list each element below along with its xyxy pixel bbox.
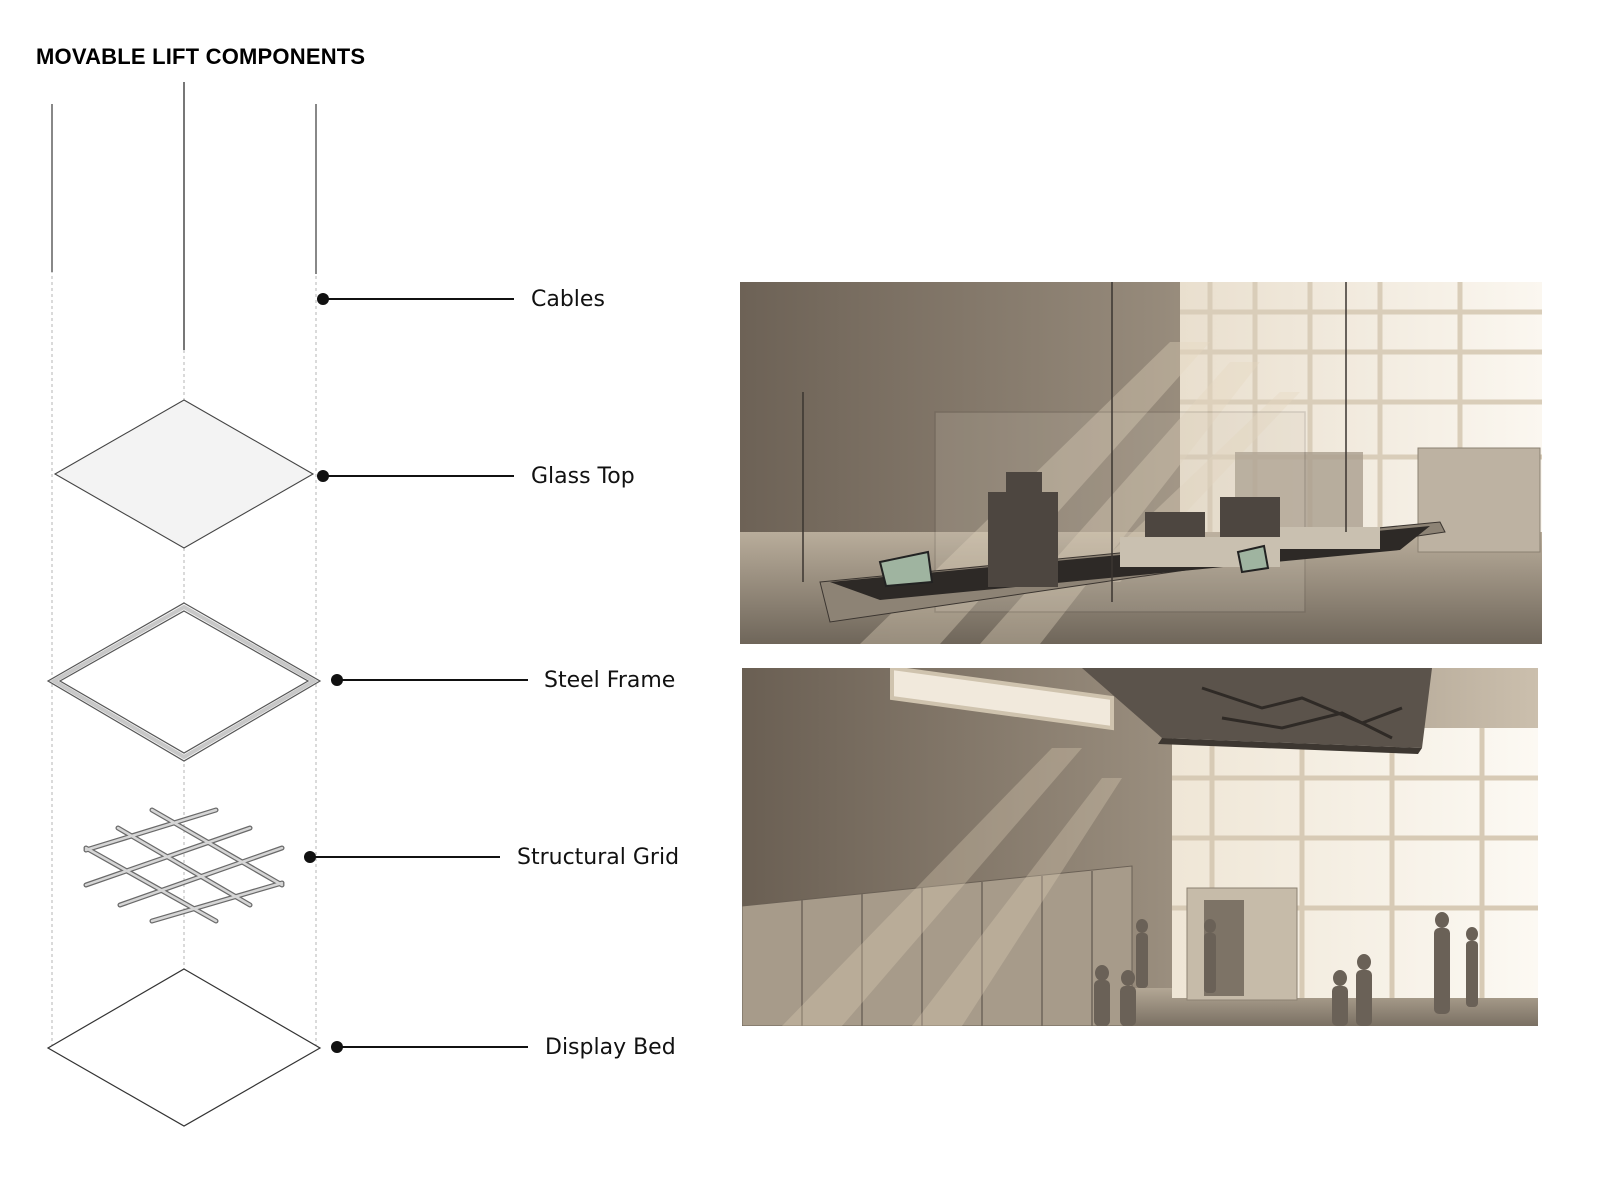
cables-drawing — [51, 82, 317, 350]
rendering-lift-lowered — [740, 282, 1542, 644]
guide-lines — [51, 270, 317, 1125]
glass-top-drawing — [53, 399, 315, 549]
leader-lines — [304, 293, 528, 1053]
exploded-axonometric-diagram: Cables Glass Top Steel Frame Structural … — [46, 82, 679, 1127]
label-cables: Cables — [531, 287, 605, 312]
leader-dot-display-bed — [331, 1041, 343, 1053]
label-structural-grid: Structural Grid — [517, 845, 679, 870]
label-steel-frame: Steel Frame — [544, 668, 675, 693]
steel-frame-drawing — [46, 602, 322, 762]
leader-dot-glass-top — [317, 470, 329, 482]
rendering-lift-raised — [742, 668, 1538, 1026]
leader-dot-structural-grid — [304, 851, 316, 863]
label-display-bed: Display Bed — [545, 1035, 676, 1060]
label-glass-top: Glass Top — [531, 464, 635, 489]
leader-dot-cables — [317, 293, 329, 305]
structural-grid-drawing — [83, 807, 285, 924]
page-title: MOVABLE LIFT COMPONENTS — [36, 44, 366, 69]
leader-dot-steel-frame — [331, 674, 343, 686]
display-bed-drawing — [46, 968, 322, 1127]
